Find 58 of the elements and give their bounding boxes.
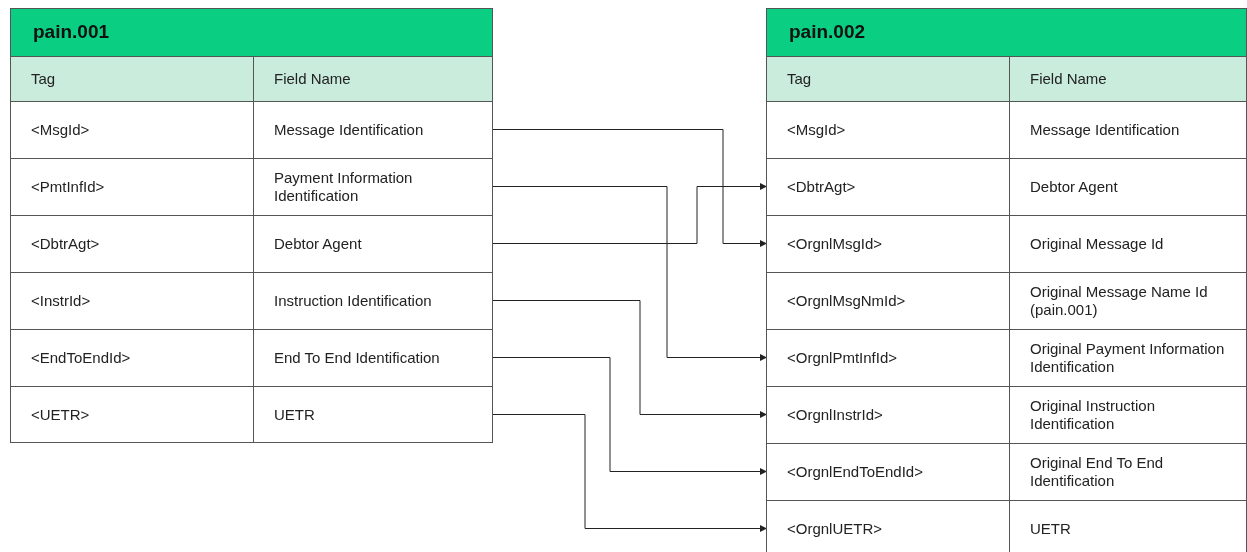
column-header: Tag bbox=[31, 70, 56, 88]
tag-text: <OrgnlUETR> bbox=[787, 520, 883, 538]
arrow bbox=[491, 183, 768, 244]
table-title-bar: pain.001 bbox=[11, 9, 492, 56]
column-header: Tag bbox=[787, 70, 812, 88]
table-row bbox=[767, 329, 1246, 386]
field-name-text: UETR bbox=[1030, 520, 1071, 538]
table-row bbox=[11, 329, 492, 386]
column-header: Field Name bbox=[1030, 70, 1107, 88]
field-name-text: Debtor Agent bbox=[274, 235, 362, 253]
table-header-row bbox=[767, 56, 1246, 101]
arrow bbox=[491, 186, 768, 361]
column-header: Field Name bbox=[274, 70, 351, 88]
tag-text: <OrgnlMsgNmId> bbox=[787, 292, 906, 310]
field-name-text: Debtor Agent bbox=[1030, 178, 1118, 196]
table bbox=[10, 8, 493, 443]
field-name-text: Original Message Name Id (pain.001) bbox=[1030, 283, 1209, 319]
field-name-text: Message Identification bbox=[1030, 121, 1180, 139]
table-header-row bbox=[11, 56, 492, 101]
tag-text: <EndToEndId> bbox=[31, 349, 131, 367]
tag-text: <MsgId> bbox=[31, 121, 90, 139]
tag-text: <InstrId> bbox=[31, 292, 91, 310]
table-row bbox=[11, 272, 492, 329]
table-row bbox=[11, 215, 492, 272]
tag-text: <DbtrAgt> bbox=[787, 178, 856, 196]
field-name-text: Message Identification bbox=[274, 121, 424, 139]
arrow bbox=[491, 129, 768, 247]
field-name-text: Original Instruction Identification bbox=[1030, 397, 1157, 433]
field-name-text: End To End Identification bbox=[274, 349, 440, 367]
tag-text: <OrgnlPmtInfId> bbox=[787, 349, 898, 367]
field-name-text: Original End To End Identification bbox=[1030, 454, 1165, 490]
field-name-text: Payment Information Identification bbox=[274, 169, 414, 205]
table-row bbox=[767, 443, 1246, 500]
tag-text: <OrgnlMsgId> bbox=[787, 235, 883, 253]
field-name-text: Instruction Identification bbox=[274, 292, 432, 310]
table-row bbox=[767, 158, 1246, 215]
table bbox=[766, 8, 1247, 552]
table-title-bar: pain.002 bbox=[767, 9, 1246, 56]
field-name-text: Original Payment Information Identification bbox=[1030, 340, 1226, 376]
table-row bbox=[767, 101, 1246, 158]
table-row bbox=[767, 272, 1246, 329]
table-row bbox=[767, 500, 1246, 552]
field-name-text: UETR bbox=[274, 406, 315, 424]
table-row bbox=[11, 158, 492, 215]
tag-text: <OrgnlEndToEndId> bbox=[787, 463, 923, 481]
arrow bbox=[491, 300, 768, 418]
table-row bbox=[11, 101, 492, 158]
arrow bbox=[491, 357, 768, 475]
field-name-text: Original Message Id bbox=[1030, 235, 1164, 253]
table-row bbox=[767, 215, 1246, 272]
tag-text: <DbtrAgt> bbox=[31, 235, 100, 253]
tag-text: <MsgId> bbox=[787, 121, 846, 139]
tag-text: <OrgnlInstrId> bbox=[787, 406, 883, 424]
tag-text: <PmtInfId> bbox=[31, 178, 105, 196]
table-row bbox=[11, 386, 492, 443]
table-row bbox=[767, 386, 1246, 443]
arrow bbox=[491, 414, 768, 532]
tag-text: <UETR> bbox=[31, 406, 90, 424]
